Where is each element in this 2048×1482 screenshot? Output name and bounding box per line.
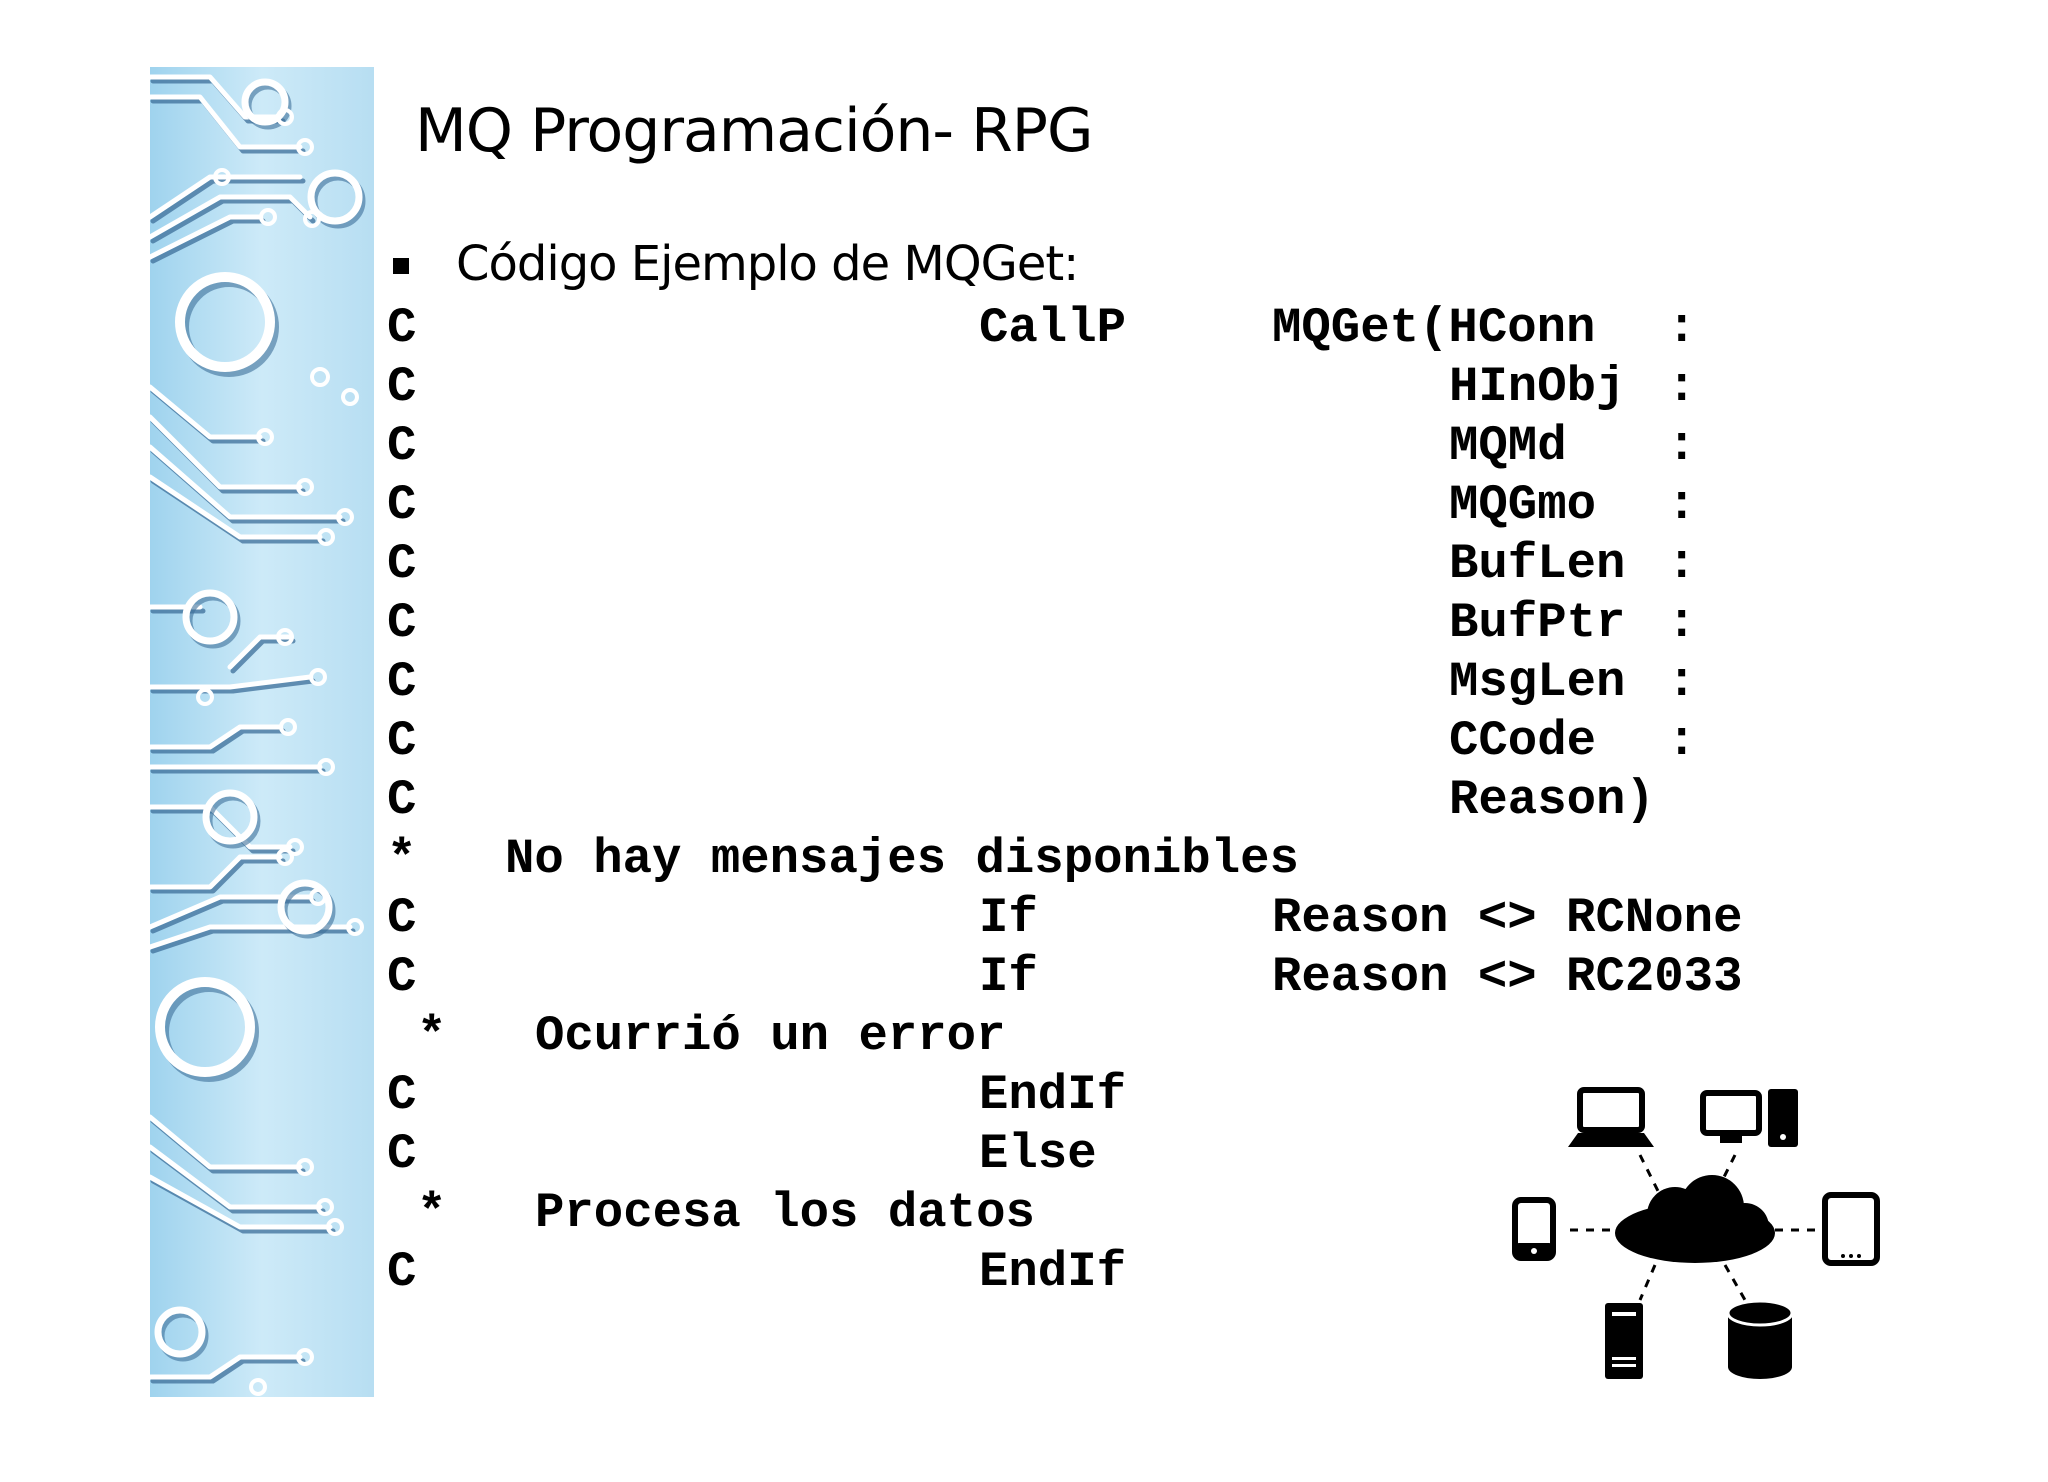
code-line: C CallP MQGet(HConn : bbox=[387, 298, 1696, 358]
code-operand: MQMd bbox=[1449, 418, 1567, 474]
laptop-icon bbox=[1568, 1087, 1654, 1147]
code-spec: C bbox=[387, 713, 417, 769]
code-operand: BufPtr bbox=[1449, 595, 1626, 651]
code-line: C Else bbox=[387, 1124, 1097, 1184]
code-line: C MQGmo : bbox=[387, 475, 1696, 535]
bullet-text: Código Ejemplo de MQGet: bbox=[456, 236, 1079, 292]
database-icon bbox=[1726, 1299, 1794, 1379]
code-separator: : bbox=[1667, 300, 1697, 356]
server-icon bbox=[1605, 1303, 1643, 1379]
code-line: C If Reason <> RC2033 bbox=[387, 947, 1742, 1007]
code-separator: : bbox=[1667, 418, 1697, 474]
code-separator: : bbox=[1667, 713, 1697, 769]
code-operand: HInObj bbox=[1449, 359, 1626, 415]
code-separator: : bbox=[1667, 595, 1697, 651]
code-spec: C bbox=[387, 418, 417, 474]
tablet-icon bbox=[1822, 1192, 1880, 1266]
code-operand: MsgLen bbox=[1449, 654, 1626, 710]
code-separator: : bbox=[1667, 359, 1697, 415]
code-comment-marker: * bbox=[387, 831, 417, 887]
code-spec: C bbox=[387, 300, 417, 356]
code-operand: Reason <> RCNone bbox=[1272, 890, 1743, 946]
code-line: C EndIf bbox=[387, 1065, 1126, 1125]
code-spec: C bbox=[387, 359, 417, 415]
slide-title: MQ Programación- RPG bbox=[415, 96, 1093, 166]
code-comment: Ocurrió un error bbox=[535, 1008, 1006, 1064]
code-separator: : bbox=[1667, 477, 1697, 533]
code-line: C If Reason <> RCNone bbox=[387, 888, 1742, 948]
code-spec: C bbox=[387, 949, 417, 1005]
code-line: C EndIf bbox=[387, 1242, 1126, 1302]
code-line: C HInObj : bbox=[387, 357, 1696, 417]
bullet-square-icon bbox=[393, 258, 409, 274]
code-comment-marker: * bbox=[417, 1008, 447, 1064]
code-opcode: Else bbox=[979, 1126, 1097, 1182]
code-opcode: EndIf bbox=[979, 1244, 1127, 1300]
code-spec: C bbox=[387, 1244, 417, 1300]
code-comment-line: * Procesa los datos bbox=[387, 1183, 1035, 1243]
code-line: C BufLen : bbox=[387, 534, 1696, 594]
code-line: C Reason) bbox=[387, 770, 1655, 830]
code-separator: : bbox=[1667, 536, 1697, 592]
code-opcode: If bbox=[979, 890, 1038, 946]
code-line: C MsgLen : bbox=[387, 652, 1696, 712]
code-spec: C bbox=[387, 1126, 417, 1182]
code-line: C MQMd : bbox=[387, 416, 1696, 476]
code-spec: C bbox=[387, 1067, 417, 1123]
code-spec: C bbox=[387, 595, 417, 651]
code-comment-line: * Ocurrió un error bbox=[387, 1006, 1005, 1066]
code-comment-marker: * bbox=[417, 1185, 447, 1241]
slide: MQ Programación- RPG Código Ejemplo de M… bbox=[150, 67, 1890, 1397]
desktop-computer-icon bbox=[1700, 1089, 1798, 1147]
code-operand: CCode bbox=[1449, 713, 1597, 769]
code-separator: : bbox=[1667, 654, 1697, 710]
code-comment: Procesa los datos bbox=[535, 1185, 1035, 1241]
code-spec: C bbox=[387, 477, 417, 533]
code-comment: No hay mensajes disponibles bbox=[505, 831, 1299, 887]
code-operand: MQGet(HConn bbox=[1272, 300, 1596, 356]
code-operand: Reason) bbox=[1449, 772, 1655, 828]
code-spec: C bbox=[387, 654, 417, 710]
code-line: C BufPtr : bbox=[387, 593, 1696, 653]
cloud-icon bbox=[1615, 1175, 1775, 1263]
code-operand: MQGmo bbox=[1449, 477, 1597, 533]
circuit-board-decoration bbox=[150, 67, 374, 1397]
code-spec: C bbox=[387, 772, 417, 828]
code-opcode: CallP bbox=[979, 300, 1127, 356]
phone-icon bbox=[1512, 1197, 1556, 1261]
code-line: C CCode : bbox=[387, 711, 1696, 771]
code-spec: C bbox=[387, 890, 417, 946]
code-operand: Reason <> RC2033 bbox=[1272, 949, 1743, 1005]
code-opcode: EndIf bbox=[979, 1067, 1127, 1123]
cloud-network-illustration bbox=[1500, 1075, 1890, 1395]
code-opcode: If bbox=[979, 949, 1038, 1005]
code-comment-line: * No hay mensajes disponibles bbox=[387, 829, 1299, 889]
code-operand: BufLen bbox=[1449, 536, 1626, 592]
code-spec: C bbox=[387, 536, 417, 592]
